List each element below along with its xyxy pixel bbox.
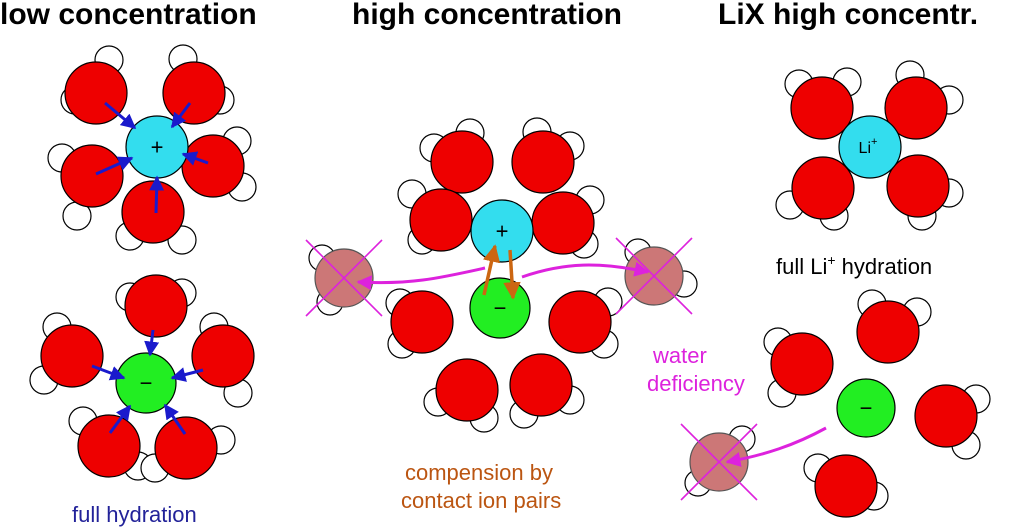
svg-text:Li+: Li+ (859, 136, 878, 157)
water-molecule (914, 384, 991, 460)
water-molecules (29, 44, 991, 518)
water-molecule (423, 358, 499, 433)
oxygen-atom (548, 290, 612, 354)
oxygen-atom (121, 180, 185, 244)
cation-low: + (125, 115, 189, 179)
water-molecule (385, 288, 454, 359)
oxygen-atom (154, 416, 218, 480)
caption-water-line2: deficiency (647, 371, 745, 396)
oxygen-atom (430, 130, 494, 194)
svg-text:−: − (860, 396, 873, 421)
oxygen-atom (914, 384, 978, 448)
oxygen-atom (511, 130, 575, 194)
oxygen-atom (40, 324, 104, 388)
contact-ion-pair-arrows (482, 244, 521, 300)
heading-low-concentration: low concentration (0, 0, 257, 31)
water-molecule (509, 353, 585, 429)
cross-out-line (305, 239, 383, 317)
oxygen-atom (770, 332, 834, 396)
water-molecule (115, 180, 197, 255)
cross-out-line (680, 423, 758, 501)
water-molecule (548, 287, 623, 359)
water-molecule (419, 118, 494, 194)
water-molecule (884, 60, 964, 140)
water-molecule (775, 156, 855, 231)
water-molecule (784, 67, 862, 140)
water-molecule (181, 126, 257, 202)
water-molecule (140, 416, 236, 483)
missing-water-molecule (615, 237, 698, 315)
heading-lix-high-concentration: LiX high concentr. (718, 0, 978, 31)
water-molecule (531, 185, 605, 259)
water-molecule (886, 154, 964, 231)
oxygen-atom (77, 414, 141, 478)
water-molecule (162, 44, 235, 125)
missing-water-molecule (305, 239, 383, 317)
missing-water-molecule (680, 423, 758, 501)
cross-out-line (615, 237, 693, 315)
oxygen-atom (884, 76, 948, 140)
caption-full-hydration: full hydration (72, 502, 197, 527)
water-molecule (60, 45, 128, 125)
water-molecule (856, 289, 932, 364)
oxygen-atom (856, 300, 920, 364)
oxygen-atom (435, 358, 499, 422)
oxygen-atom (162, 61, 226, 125)
water-molecule (191, 312, 255, 408)
svg-text:+: + (496, 219, 509, 244)
caption-water-line1: water (652, 343, 707, 368)
oxygen-atom (191, 324, 255, 388)
water-molecule (68, 406, 153, 481)
water-molecule (803, 453, 889, 518)
oxygen-atom (124, 274, 188, 338)
svg-text:+: + (151, 135, 164, 160)
oxygen-atom (531, 191, 595, 255)
water-molecule (763, 327, 834, 408)
oxygen-atom (790, 76, 854, 140)
oxygen-atom (791, 156, 855, 220)
oxygen-atom (886, 154, 950, 218)
cation-high: + (470, 199, 534, 263)
heading-high-concentration: high concentration (352, 0, 622, 31)
svg-text:−: − (140, 371, 153, 396)
water-deficiency-arrows (356, 261, 827, 467)
oxygen-atom (60, 144, 124, 208)
svg-text:−: − (494, 296, 507, 321)
oxygen-atom (814, 454, 878, 518)
oxygen-atom (409, 188, 473, 252)
water-molecule (511, 117, 585, 194)
oxygen-atom (509, 353, 573, 417)
anion-lix: − (836, 378, 896, 438)
caption-compensation-line2: contact ion pairs (401, 488, 561, 513)
water-molecule (115, 274, 197, 338)
water-molecule (47, 143, 124, 231)
anion-low: − (115, 352, 177, 414)
caption-compensation-line1: compension by (405, 460, 553, 485)
lithium-ion: Li+ (838, 115, 902, 179)
water-molecule (397, 179, 473, 255)
anion-high: − (469, 277, 531, 339)
oxygen-atom (390, 290, 454, 354)
water-molecule (29, 312, 104, 395)
hydration-arrows (91, 101, 209, 435)
oxygen-atom (181, 134, 245, 198)
caption-full-li-hydration: full Li+ hydration (776, 252, 932, 279)
